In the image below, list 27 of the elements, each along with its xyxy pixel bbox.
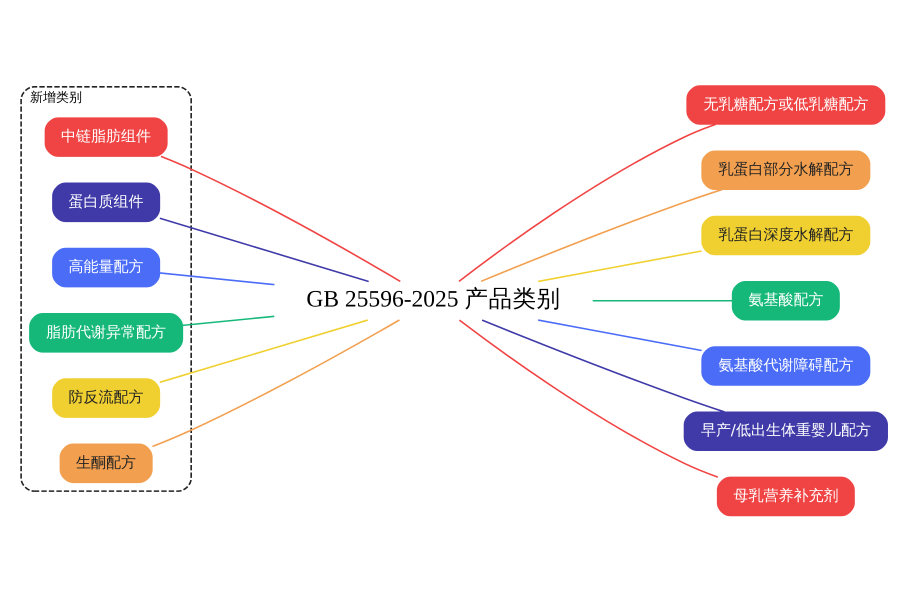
connector xyxy=(182,315,274,326)
node-box: 氨基酸代谢障碍配方 xyxy=(701,346,870,386)
connector xyxy=(458,123,716,282)
connector xyxy=(538,318,702,351)
connector xyxy=(160,217,369,282)
connector xyxy=(152,318,400,447)
connector xyxy=(160,272,275,285)
connector xyxy=(160,155,401,282)
node-text: GB 25596-2025 产品类别 xyxy=(306,286,560,312)
node-box: 母乳营养补充剂 xyxy=(716,476,855,516)
node-box: 氨基酸配方 xyxy=(732,280,840,320)
connector xyxy=(458,319,718,478)
node-box: 乳蛋白深度水解配方 xyxy=(701,215,870,255)
node-box: 脂肪代谢异常配方 xyxy=(29,312,184,352)
connector xyxy=(160,318,368,383)
connector xyxy=(482,318,725,412)
node-box: 蛋白质组件 xyxy=(52,182,160,222)
node-box: 中链脂肪组件 xyxy=(44,116,168,156)
node-box: 高能量配方 xyxy=(52,247,160,287)
node-box: 防反流配方 xyxy=(52,378,160,418)
node-box: 乳蛋白部分水解配方 xyxy=(701,150,870,190)
node-box: 生酮配方 xyxy=(60,443,153,483)
node-box: 无乳糖配方或低乳糖配方 xyxy=(686,84,886,124)
node-box: 早产/低出生体重婴儿配方 xyxy=(684,410,888,451)
connector xyxy=(592,299,732,302)
connector xyxy=(480,188,722,282)
connector xyxy=(538,250,702,282)
